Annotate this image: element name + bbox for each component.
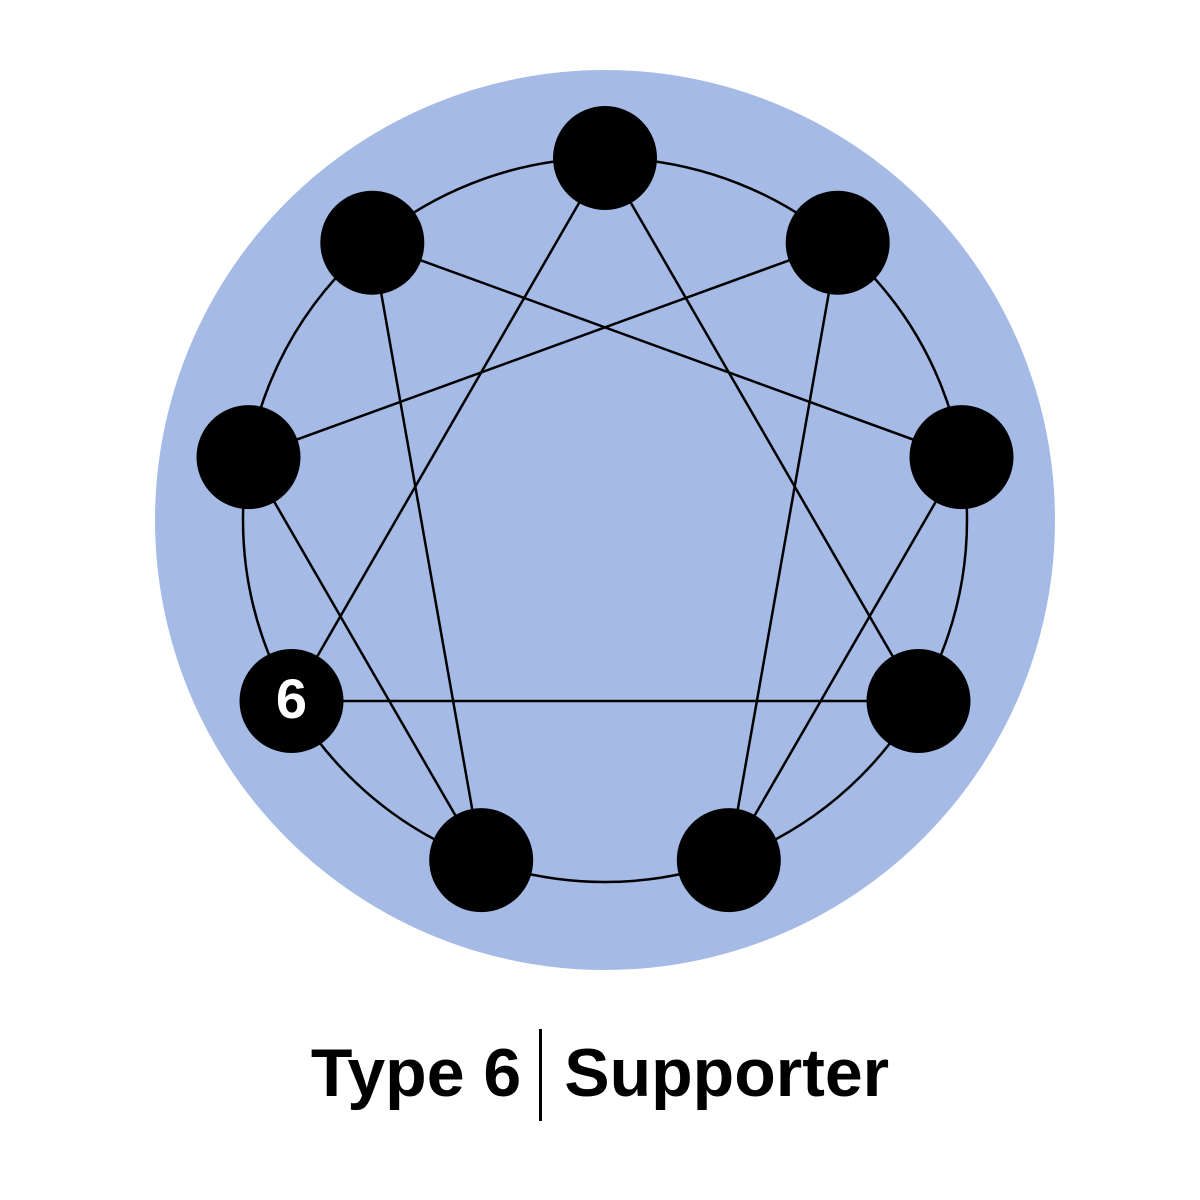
connection-line-2-8 <box>371 241 962 459</box>
caption-name: Supporter <box>564 1035 890 1111</box>
connection-line-8-5 <box>371 242 483 861</box>
connection-line-9-3 <box>603 157 920 702</box>
connection-line-7-1 <box>248 241 839 459</box>
connection-line-1-4 <box>727 242 839 861</box>
point-node-4 <box>676 808 781 913</box>
connection-line-4-2 <box>727 456 963 861</box>
point-node-9 <box>553 106 657 210</box>
point-node-3 <box>866 649 971 753</box>
point-node-circle-3 <box>866 649 971 753</box>
connection-line-6-9 <box>290 157 607 702</box>
diagram-caption: Type 6 Supporter <box>0 1028 1200 1121</box>
point-node-circle-1 <box>785 190 890 295</box>
point-node-circle-7 <box>196 405 301 510</box>
point-node-8 <box>320 190 425 295</box>
point-node-6: 6 <box>239 649 344 753</box>
point-node-1 <box>785 190 890 295</box>
point-node-circle-2 <box>909 405 1014 510</box>
point-node-5 <box>429 808 534 913</box>
point-node-circle-4 <box>676 808 781 913</box>
point-node-7 <box>196 405 301 510</box>
point-node-circle-8 <box>320 190 425 295</box>
point-node-circle-6 <box>239 649 344 753</box>
point-nodes: 6 <box>196 106 1014 913</box>
point-label: 6 <box>276 667 307 730</box>
point-node-circle-9 <box>553 106 657 210</box>
background-disc <box>155 70 1055 970</box>
point-node-2 <box>909 405 1014 510</box>
connection-lines <box>247 157 963 861</box>
point-node-circle-5 <box>429 808 534 913</box>
caption-type: Type 6 <box>310 1035 522 1111</box>
connection-line-5-7 <box>247 456 483 861</box>
caption-divider <box>539 1029 543 1121</box>
